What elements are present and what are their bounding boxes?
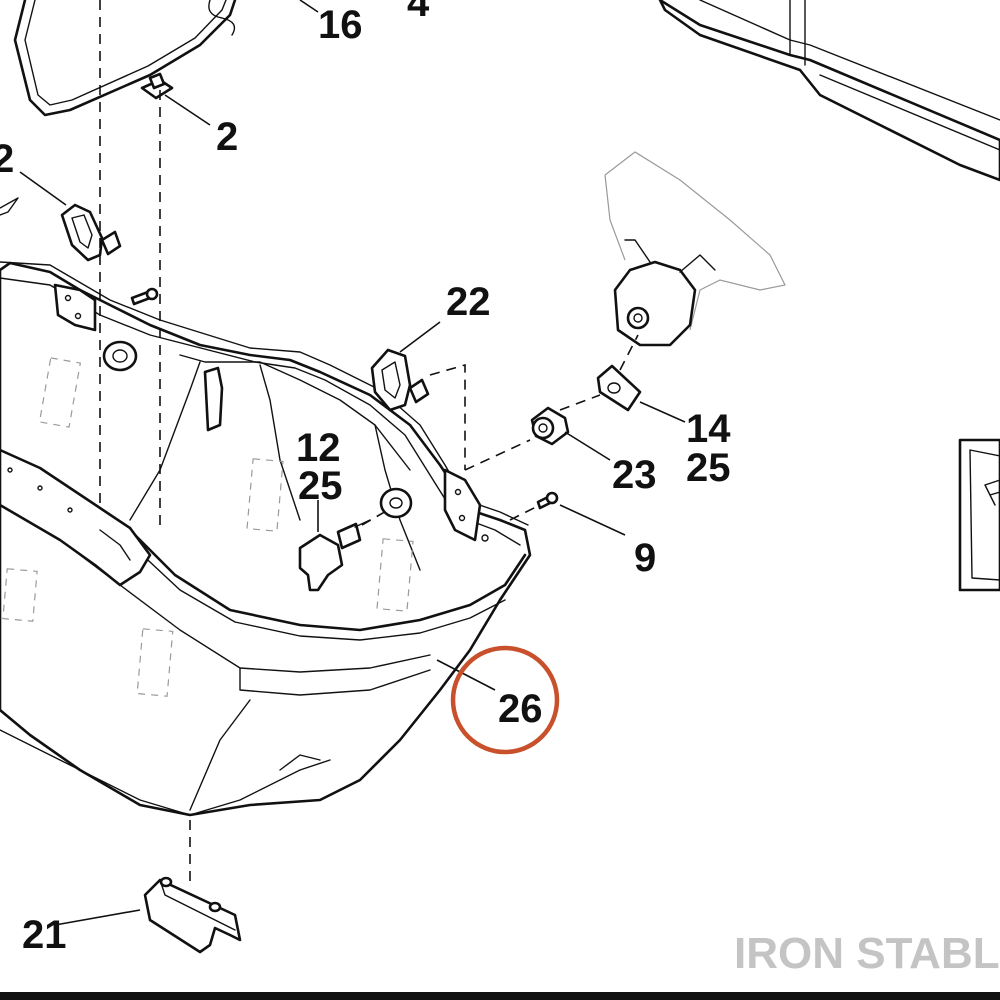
callout-4: 4 <box>407 0 430 25</box>
latch-part-12 <box>298 487 413 592</box>
callout-2-top: 2 <box>216 115 238 159</box>
clamp-part-21 <box>143 876 242 954</box>
latch-bracket-part-22-left <box>60 203 122 262</box>
callout-22: 22 <box>446 280 491 324</box>
callout-2-left: 2 <box>0 137 14 181</box>
latch-bracket-part-22-right <box>370 348 430 412</box>
lid-outline-part <box>13 0 237 117</box>
fender-mount-part <box>604 151 786 347</box>
callout-26: 26 <box>498 687 543 731</box>
bottom-border <box>0 992 1000 1000</box>
callout-21: 21 <box>22 913 67 957</box>
clip-nut-part-14 <box>596 364 642 412</box>
screw-part-9-left <box>130 287 159 306</box>
screw-part-9-right <box>536 491 559 510</box>
saddlebag-body-part <box>0 261 532 817</box>
leader-lines <box>19 0 686 926</box>
callout-14: 14 <box>686 407 731 451</box>
grommet-part-23 <box>530 406 570 446</box>
callout-9: 9 <box>634 536 656 580</box>
callout-25-right: 25 <box>686 446 731 490</box>
callout-16: 16 <box>318 3 363 47</box>
side-box-part <box>958 438 1000 592</box>
callout-23: 23 <box>612 453 657 497</box>
callout-25-center: 25 <box>298 464 343 508</box>
watermark-text: IRON STABLE <box>734 929 1000 978</box>
partial-bracket <box>0 197 19 216</box>
upper-panel-part <box>658 0 1000 182</box>
callout-12: 12 <box>296 426 341 470</box>
highlight-circle <box>450 645 560 755</box>
clip-part-2 <box>140 72 174 100</box>
alignment-lines <box>99 0 639 885</box>
